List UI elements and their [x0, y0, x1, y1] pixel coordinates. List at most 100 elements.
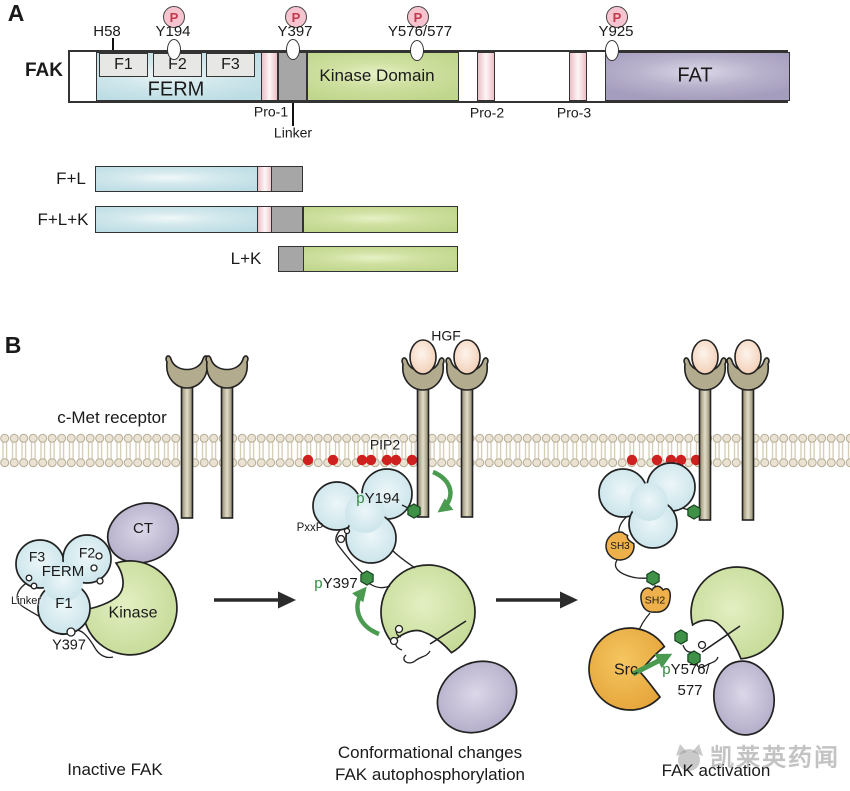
sh2-label: SH2 [644, 594, 666, 607]
py576-label: pY576/ [662, 662, 710, 678]
ferm-trefoil-blob [598, 462, 696, 549]
linker-callout-line [292, 103, 294, 126]
inactive-caption: Inactive FAK [67, 760, 163, 780]
h58-tick [112, 38, 114, 50]
y194-site-oval [167, 39, 181, 60]
sh3-domain-blob [605, 531, 635, 561]
transition-arrow-1 [214, 591, 296, 609]
sh2-domain-blob [640, 585, 671, 613]
hgf-label: HGF [431, 327, 461, 344]
cmet-receptor-left-pair [165, 355, 249, 519]
y925-phospho-icon: P [606, 6, 628, 28]
pro1-label: Pro-1 [253, 103, 289, 120]
phosphate-hexagon [360, 570, 374, 586]
ct-domain-blob [712, 660, 776, 736]
f2-label: F2 [168, 56, 187, 73]
inactive-kinase-label: Kinase [108, 604, 158, 622]
py194-label: pY194 [356, 491, 399, 507]
pip2-dots [302, 454, 702, 466]
y576-site-oval [410, 40, 424, 61]
f3-label: F3 [221, 56, 240, 73]
cmet-receptor-label: c-Met receptor [57, 408, 167, 428]
cmet-receptor-right-pair [683, 339, 770, 521]
py576-site: Y576/ [670, 661, 710, 679]
kinase-blob [690, 566, 784, 660]
autophosphorylation-arrow [352, 586, 380, 637]
inactive-y397-label: Y397 [52, 637, 86, 654]
autophosphorylated-fak [312, 468, 518, 734]
fat-domain [605, 52, 790, 101]
ferm-trefoil-blob [312, 468, 413, 564]
inactive-f1-label: F1 [55, 595, 73, 613]
hgf-ligand [453, 339, 481, 375]
watermark-text: 凯莱英药闻 [710, 744, 840, 772]
pxxp-site-circle [336, 534, 346, 544]
kinase-blob [82, 560, 178, 656]
sh3-label: SH3 [610, 540, 630, 552]
py194-site: Y194 [364, 490, 400, 508]
phosphate-hexagon [407, 503, 421, 519]
y397-label: Y397 [277, 23, 313, 41]
py397-label: pY397 [314, 576, 357, 592]
kinase-domain [307, 52, 459, 101]
phosphate-hexagon [687, 650, 701, 666]
transition-arrow-2 [496, 591, 578, 609]
p-letter: P [612, 9, 622, 25]
p-letter: P [413, 9, 423, 25]
hgf-ligand [409, 339, 437, 375]
py397-p: p [314, 575, 323, 593]
construct-lk-kinase [303, 246, 458, 272]
ferm-label: FERM [147, 78, 205, 101]
construct-flk-ferm [95, 206, 259, 233]
f1-label: F1 [114, 56, 133, 73]
py577-label: 577 [677, 682, 703, 700]
kinase-domain-label: Kinase Domain [319, 66, 435, 86]
linker-string [614, 559, 650, 579]
py194-p: p [356, 490, 365, 508]
fat-label: FAT [677, 64, 713, 87]
inactive-fak [15, 502, 180, 659]
construct-fl-linker [271, 166, 303, 192]
activated-fak-src [588, 462, 784, 736]
active-caption: FAK activation [661, 761, 771, 781]
pro3-label: Pro-3 [556, 104, 592, 121]
src-label: Src [614, 661, 638, 679]
pro2-region [477, 52, 495, 101]
construct-flk-label: F+L+K [37, 210, 89, 230]
construct-flk-linker [271, 206, 303, 233]
membrane-binding-arrow [432, 469, 454, 513]
f3-box: F3 [206, 53, 255, 77]
phosphate-hexagon [646, 570, 660, 586]
y925-label: Y925 [598, 23, 634, 41]
activation-loop [682, 625, 741, 668]
activation-loop [389, 620, 467, 664]
inactive-linker-label: Linker [11, 595, 41, 608]
src-phosphorylation-arrow [631, 653, 673, 677]
linker-label: Linker [273, 124, 313, 141]
middle-caption-line2: FAK autophosphorylation [335, 765, 525, 785]
pxxp-label: PxxP [296, 521, 324, 534]
cmet-receptor-middle-pair [401, 339, 489, 518]
panel-a-label: A [7, 0, 25, 26]
p-letter: P [291, 9, 301, 25]
middle-caption-line1: Conformational changes [337, 743, 523, 763]
hgf-ligand [734, 339, 762, 375]
pro3-region [569, 52, 587, 101]
construct-flk-kinase [303, 206, 458, 233]
linker-string [391, 549, 416, 569]
watermark-logo-icon [676, 744, 703, 771]
construct-lk-linker [278, 246, 305, 272]
ferm-trefoil-blob [15, 534, 112, 635]
inactive-ct-label: CT [133, 520, 153, 538]
construct-fl-label: F+L [56, 169, 86, 189]
h58-label: H58 [93, 23, 121, 41]
y397-phospho-icon: P [285, 6, 307, 28]
unphosphorylated-site-circles [25, 552, 104, 637]
phosphate-hexagon [674, 629, 688, 645]
f1-box: F1 [99, 53, 148, 77]
fak-protein-label: FAK [25, 60, 63, 82]
hgf-ligand [691, 339, 719, 375]
y397-site-oval [286, 39, 300, 60]
